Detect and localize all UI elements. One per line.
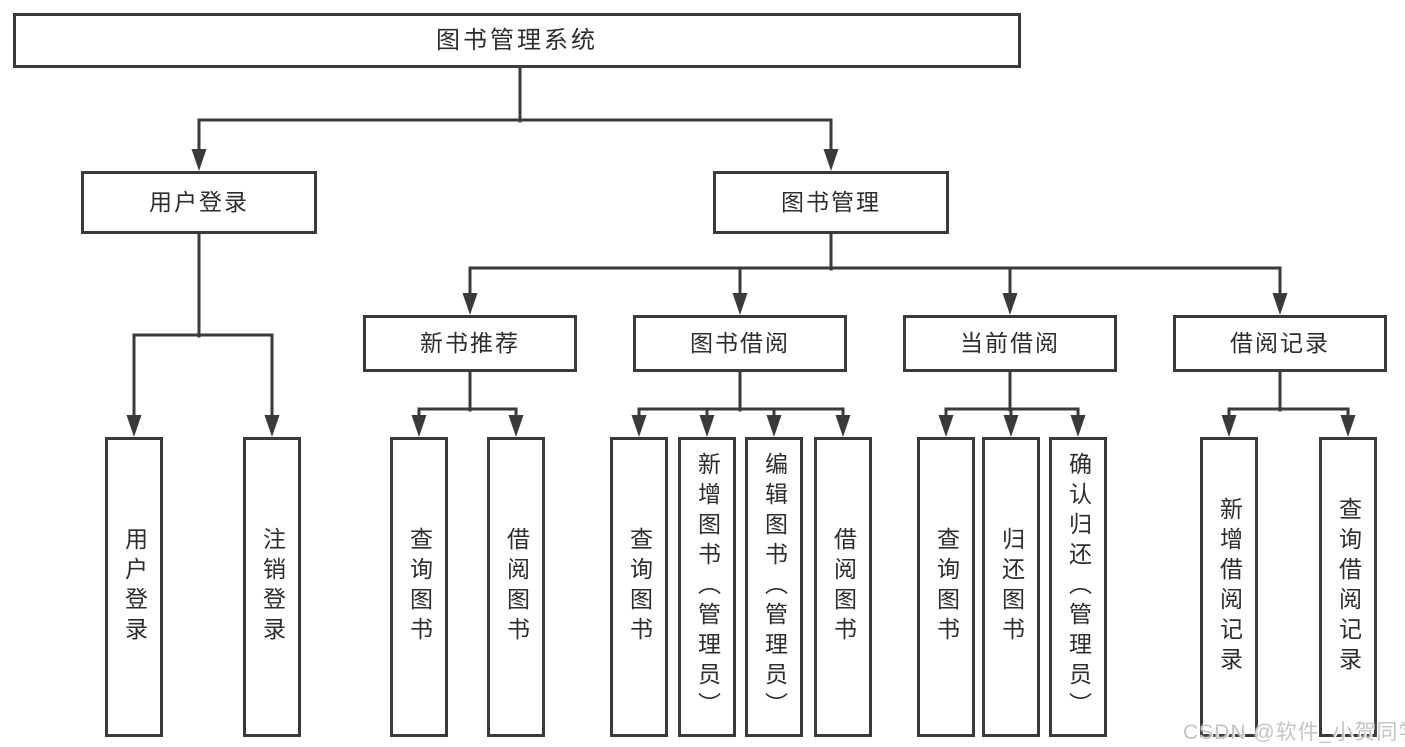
leaf-borrow-query-books-label: 查询图书 xyxy=(626,527,653,647)
leaf-return-books-label: 归还图书 xyxy=(998,527,1025,647)
leaf-add-books-admin-label: 新增图书（管理员） xyxy=(694,452,721,722)
leaf-current-query-books-label: 查询图书 xyxy=(933,527,960,647)
leaf-return-books: 归还图书 xyxy=(982,437,1040,737)
connector-new-book-children xyxy=(411,370,524,437)
leaf-add-borrow-record-label: 新增借阅记录 xyxy=(1216,497,1243,677)
node-current-borrow: 当前借阅 xyxy=(903,315,1117,372)
connector-root-to-level2 xyxy=(191,66,839,171)
leaf-edit-books-admin-label: 编辑图书（管理员） xyxy=(761,452,788,722)
leaf-newbook-borrow-books: 借阅图书 xyxy=(487,437,545,737)
connector-book-management-children xyxy=(462,232,1288,315)
leaf-newbook-query-books-label: 查询图书 xyxy=(406,527,433,647)
leaf-query-borrow-record-label: 查询借阅记录 xyxy=(1335,497,1362,677)
leaf-borrow-query-books: 查询图书 xyxy=(610,437,668,737)
node-new-book-recommend: 新书推荐 xyxy=(363,315,577,372)
leaf-confirm-return-admin: 确认归还（管理员） xyxy=(1049,437,1107,737)
node-user-login: 用户登录 xyxy=(81,171,317,234)
node-user-login-label: 用户登录 xyxy=(149,189,249,215)
connector-current-borrow-children xyxy=(938,370,1086,437)
node-root-label: 图书管理系统 xyxy=(436,26,598,54)
node-new-book-recommend-label: 新书推荐 xyxy=(420,330,520,356)
leaf-current-query-books: 查询图书 xyxy=(917,437,975,737)
leaf-add-books-admin: 新增图书（管理员） xyxy=(678,437,736,737)
node-root: 图书管理系统 xyxy=(13,13,1021,68)
connector-user-login-children xyxy=(126,232,280,437)
leaf-logout: 注销登录 xyxy=(243,437,301,737)
node-book-management: 图书管理 xyxy=(713,171,949,234)
node-book-borrow: 图书借阅 xyxy=(633,315,847,372)
leaf-add-borrow-record: 新增借阅记录 xyxy=(1200,437,1258,737)
leaf-newbook-borrow-books-label: 借阅图书 xyxy=(503,527,530,647)
node-current-borrow-label: 当前借阅 xyxy=(960,330,1060,356)
connector-borrow-records-children xyxy=(1221,370,1356,437)
node-borrow-records: 借阅记录 xyxy=(1173,315,1387,372)
leaf-user-login: 用户登录 xyxy=(105,437,163,737)
node-borrow-records-label: 借阅记录 xyxy=(1230,330,1330,356)
connector-book-borrow-children xyxy=(631,370,851,437)
leaf-borrow-books-label: 借阅图书 xyxy=(830,527,857,647)
leaf-edit-books-admin: 编辑图书（管理员） xyxy=(745,437,803,737)
leaf-logout-label: 注销登录 xyxy=(259,527,286,647)
csdn-watermark: CSDN @软件_小贺同学 xyxy=(1183,721,1405,744)
node-book-borrow-label: 图书借阅 xyxy=(690,330,790,356)
leaf-query-borrow-record: 查询借阅记录 xyxy=(1319,437,1377,737)
node-book-management-label: 图书管理 xyxy=(781,189,881,215)
leaf-newbook-query-books: 查询图书 xyxy=(390,437,448,737)
leaf-user-login-label: 用户登录 xyxy=(121,527,148,647)
leaf-confirm-return-admin-label: 确认归还（管理员） xyxy=(1065,452,1092,722)
leaf-borrow-books: 借阅图书 xyxy=(814,437,872,737)
